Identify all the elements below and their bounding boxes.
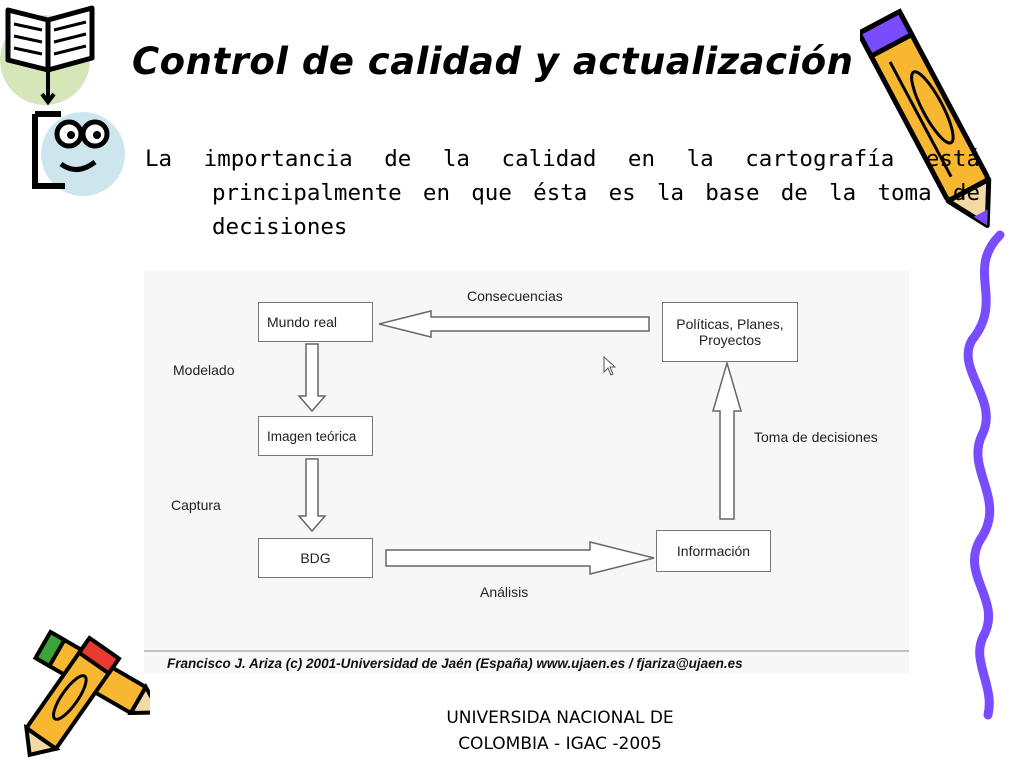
arrow-captura	[297, 458, 327, 533]
quality-cycle-diagram: Mundo real Imagen teórica BDG Informació…	[144, 271, 909, 673]
node-bdg: BDG	[258, 538, 373, 578]
pencil-icon	[860, 8, 992, 228]
bullet-text: La importancia de la calidad en la carto…	[145, 146, 980, 240]
label-toma-decisiones: Toma de decisiones	[754, 429, 878, 445]
thinking-face-icon	[32, 111, 125, 196]
footer-institution: UNIVERSIDA NACIONAL DE COLOMBIA - IGAC -…	[400, 705, 720, 757]
arrow-consecuencias	[378, 310, 650, 338]
node-politicas: Políticas, Planes, Proyectos	[662, 302, 798, 362]
book-icon	[0, 5, 95, 106]
arrow-analisis	[385, 541, 655, 575]
footer-line-1: UNIVERSIDA NACIONAL DE	[446, 708, 674, 728]
node-informacion: Información	[656, 530, 771, 572]
purple-stroke-icon	[963, 230, 1005, 720]
diagram-arrows	[144, 310, 909, 652]
node-mundo-real: Mundo real	[258, 302, 373, 342]
footer-line-2: COLOMBIA - IGAC -2005	[458, 734, 662, 754]
arrow-modelado	[297, 343, 327, 413]
node-imagen-teorica: Imagen teórica	[258, 416, 373, 456]
label-captura: Captura	[171, 497, 221, 513]
label-consecuencias: Consecuencias	[467, 288, 563, 304]
pencils-icon	[23, 629, 150, 758]
arrow-toma-decisiones	[712, 360, 742, 520]
label-analisis: Análisis	[480, 584, 529, 600]
page-title: Control de calidad y actualización	[132, 40, 854, 83]
label-modelado: Modelado	[173, 362, 235, 378]
cursor-icon	[603, 355, 617, 376]
diagram-credit: Francisco J. Ariza (c) 2001-Universidad …	[167, 656, 743, 671]
